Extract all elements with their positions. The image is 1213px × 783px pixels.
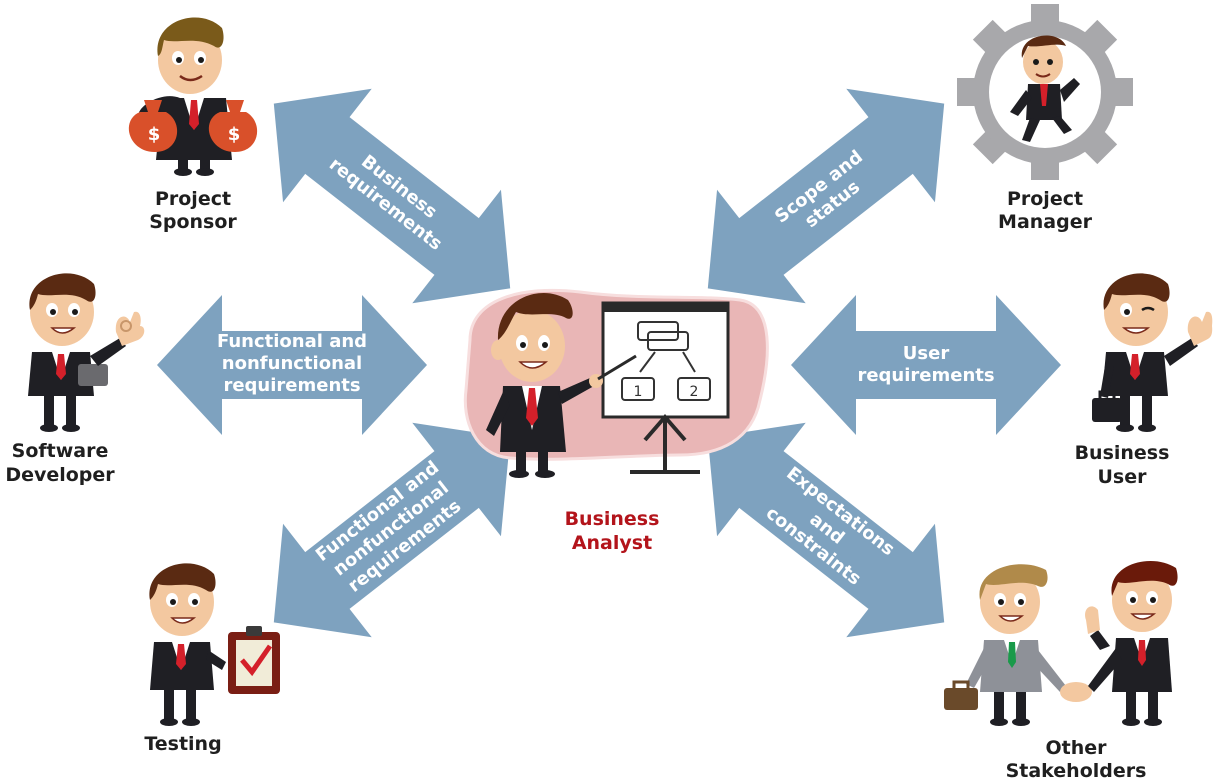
running-manager-icon <box>1010 35 1080 142</box>
business-analyst-icon <box>486 293 637 478</box>
presentation-board: 1 2 <box>601 301 730 474</box>
project-manager-label-line2: Manager <box>998 211 1093 233</box>
handshake-stakeholders-icon <box>944 560 1178 726</box>
testing-label: Testing <box>144 733 221 755</box>
project-manager-label-line1: Project <box>1007 188 1083 210</box>
project-sponsor-icon: $ $ <box>128 17 258 176</box>
project-sponsor-label-line1: Project <box>155 188 231 210</box>
arrow-label-line1: Functional and <box>217 331 367 352</box>
business-analyst-label-line2: Analyst <box>572 532 652 554</box>
other-stakeholders: Other Stakeholders <box>944 560 1178 782</box>
arrow-label-line1: User <box>903 343 950 364</box>
business-analyst-scene: 1 2 Business Analyst <box>463 288 769 554</box>
money-bag-left-icon: $ <box>128 100 178 152</box>
business-analyst-label-line1: Business <box>565 508 660 530</box>
arrow-label-line3: requirements <box>223 375 360 396</box>
testing: Testing <box>144 563 280 755</box>
project-sponsor-label-line2: Sponsor <box>149 211 237 233</box>
software-developer-icon <box>28 273 145 432</box>
business-user-label-line2: User <box>1098 466 1148 488</box>
business-user-label-line1: Business <box>1075 442 1170 464</box>
money-bag-left-symbol: $ <box>148 124 161 145</box>
money-bag-right-symbol: $ <box>228 124 241 145</box>
arrow-developer-requirements: Functional and nonfunctional requirement… <box>157 295 427 435</box>
business-user: Business User <box>1075 273 1213 488</box>
money-bag-right-icon: $ <box>208 100 258 152</box>
software-developer: Software Developer <box>5 273 145 486</box>
arrow-user-requirements: User requirements <box>791 295 1061 435</box>
tester-icon <box>149 563 226 726</box>
other-stakeholders-label-line2: Stakeholders <box>1006 760 1147 782</box>
board-box-2-label: 2 <box>690 384 699 400</box>
project-manager: Project Manager <box>957 4 1133 233</box>
software-developer-label-line1: Software <box>12 440 109 462</box>
software-developer-label-line2: Developer <box>5 464 115 486</box>
other-stakeholders-label-line1: Other <box>1045 737 1107 759</box>
arrow-label-line2: nonfunctional <box>222 353 362 374</box>
business-user-icon <box>1092 273 1213 432</box>
project-sponsor: $ $ Project Sponsor <box>128 17 258 233</box>
clipboard-checkmark-icon <box>228 626 280 694</box>
board-box-1-label: 1 <box>634 384 643 400</box>
arrow-label-line2: requirements <box>857 365 994 386</box>
